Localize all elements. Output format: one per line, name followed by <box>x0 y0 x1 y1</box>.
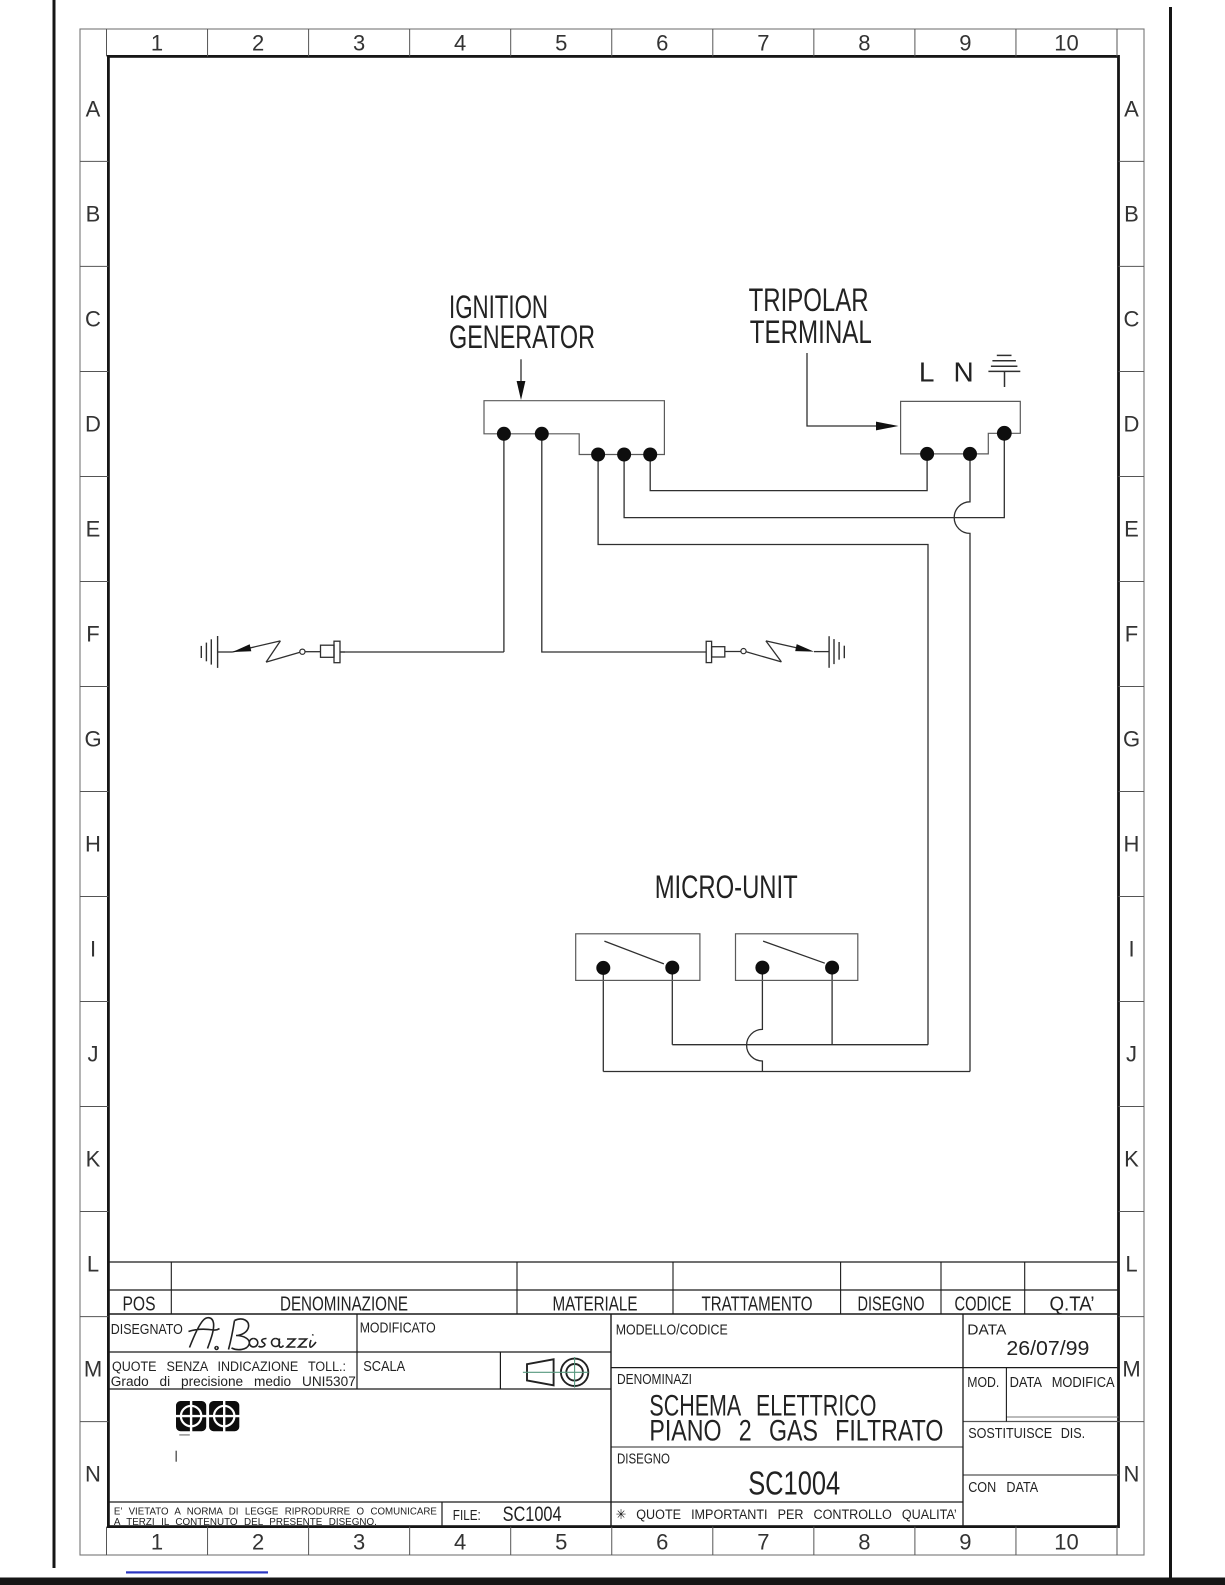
svg-text:N: N <box>85 1462 101 1487</box>
svg-text:DENOMINAZI: DENOMINAZI <box>617 1371 692 1388</box>
svg-text:J: J <box>1126 1042 1137 1067</box>
svg-text:E’ VIETATO A NORMA DI LEGGE RI: E’ VIETATO A NORMA DI LEGGE RIPRODURRE O… <box>114 1505 437 1517</box>
svg-text:SOSTITUISCE DIS.: SOSTITUISCE DIS. <box>968 1425 1085 1442</box>
svg-text:B: B <box>1124 201 1139 226</box>
svg-text:7: 7 <box>757 1530 769 1555</box>
svg-text:TRIPOLAR: TRIPOLAR <box>749 282 869 318</box>
svg-text:DISEGNO: DISEGNO <box>617 1451 670 1468</box>
svg-text:MODIFICATO: MODIFICATO <box>360 1320 436 1337</box>
svg-text:2: 2 <box>252 1530 264 1555</box>
svg-text:QUOTE SENZA INDICAZIONE TOLL.:: QUOTE SENZA INDICAZIONE TOLL.: <box>112 1359 346 1374</box>
svg-text:6: 6 <box>656 31 668 56</box>
svg-text:2: 2 <box>252 31 264 56</box>
svg-text:1: 1 <box>151 31 163 56</box>
svg-text:A: A <box>1124 96 1139 121</box>
svg-text:PIANO 2 GAS FILTRATO: PIANO 2 GAS FILTRATO <box>649 1415 943 1448</box>
svg-text:9: 9 <box>959 1530 971 1555</box>
svg-text:8: 8 <box>858 31 870 56</box>
svg-text:M: M <box>84 1357 102 1382</box>
svg-text:MATERIALE: MATERIALE <box>553 1294 638 1316</box>
svg-text:A: A <box>86 96 101 121</box>
svg-text:GENERATOR: GENERATOR <box>449 319 595 355</box>
svg-text:DISEGNO: DISEGNO <box>858 1294 925 1316</box>
svg-text:5: 5 <box>555 31 567 56</box>
svg-text:Grado di precisione medio UNI5: Grado di precisione medio UNI5307 <box>111 1374 356 1389</box>
svg-text:E: E <box>86 516 101 541</box>
svg-text:L: L <box>87 1252 99 1277</box>
svg-text:M: M <box>1122 1357 1140 1382</box>
svg-text:3: 3 <box>353 1530 365 1555</box>
svg-text:DISEGNATO: DISEGNATO <box>111 1321 183 1338</box>
svg-text:SC1004: SC1004 <box>748 1465 840 1502</box>
svg-text:SCALA: SCALA <box>363 1358 405 1375</box>
svg-text:9: 9 <box>959 31 971 56</box>
svg-text:J: J <box>88 1042 99 1067</box>
svg-text:6: 6 <box>656 1530 668 1555</box>
svg-text:F: F <box>1125 621 1138 646</box>
svg-text:G: G <box>1123 726 1140 751</box>
svg-text:N: N <box>1124 1462 1140 1487</box>
svg-text:K: K <box>1124 1147 1139 1172</box>
svg-text:10: 10 <box>1054 31 1078 56</box>
svg-text:H: H <box>1124 832 1140 857</box>
svg-text:F: F <box>86 621 99 646</box>
svg-text:L: L <box>1125 1252 1137 1277</box>
svg-text:DATA MODIFICA: DATA MODIFICA <box>1010 1374 1115 1391</box>
svg-text:✳ QUOTE IMPORTANTI PER CONTROL: ✳ QUOTE IMPORTANTI PER CONTROLLO QUALITA… <box>616 1507 957 1522</box>
svg-text:D: D <box>85 411 101 436</box>
svg-text:10: 10 <box>1054 1530 1078 1555</box>
svg-text:TERMINAL: TERMINAL <box>750 314 872 350</box>
svg-text:MOD.: MOD. <box>967 1374 999 1391</box>
svg-text:SCHEMA ELETTRICO: SCHEMA ELETTRICO <box>649 1390 876 1423</box>
svg-text:MICRO-UNIT: MICRO-UNIT <box>655 869 798 905</box>
svg-text:7: 7 <box>757 31 769 56</box>
svg-text:4: 4 <box>454 31 466 56</box>
svg-text:5: 5 <box>555 1530 567 1555</box>
svg-text:E: E <box>1124 516 1139 541</box>
svg-text:8: 8 <box>858 1530 870 1555</box>
svg-text:POS: POS <box>123 1294 156 1316</box>
svg-text:N: N <box>954 357 974 388</box>
svg-text:B: B <box>86 201 101 226</box>
svg-text:G: G <box>84 726 101 751</box>
svg-text:SC1004: SC1004 <box>503 1502 562 1526</box>
svg-text:Q.TA’: Q.TA’ <box>1050 1294 1095 1316</box>
svg-text:CODICE: CODICE <box>955 1294 1012 1316</box>
svg-text:FILE:: FILE: <box>453 1507 481 1524</box>
svg-text:A TERZI IL CONTENUTO DEL PRESE: A TERZI IL CONTENUTO DEL PRESENTE DISEGN… <box>114 1516 377 1528</box>
svg-text:H: H <box>85 832 101 857</box>
svg-text:D: D <box>1124 411 1140 436</box>
svg-text:4: 4 <box>454 1530 466 1555</box>
svg-text:TRATTAMENTO: TRATTAMENTO <box>702 1294 813 1316</box>
svg-text:3: 3 <box>353 31 365 56</box>
svg-text:I: I <box>90 937 96 962</box>
svg-text:L: L <box>919 357 935 388</box>
svg-text:C: C <box>1124 306 1140 331</box>
svg-text:K: K <box>86 1147 101 1172</box>
svg-text:DENOMINAZIONE: DENOMINAZIONE <box>280 1294 408 1316</box>
svg-text:MODELLO/CODICE: MODELLO/CODICE <box>616 1322 728 1339</box>
svg-text:DATA: DATA <box>967 1322 1006 1339</box>
svg-text:CON DATA: CON DATA <box>968 1479 1038 1496</box>
svg-text:IGNITION: IGNITION <box>449 289 548 325</box>
svg-text:I: I <box>1128 937 1134 962</box>
svg-text:1: 1 <box>151 1530 163 1555</box>
svg-text:26/07/99: 26/07/99 <box>1006 1337 1089 1360</box>
svg-text:C: C <box>85 306 101 331</box>
